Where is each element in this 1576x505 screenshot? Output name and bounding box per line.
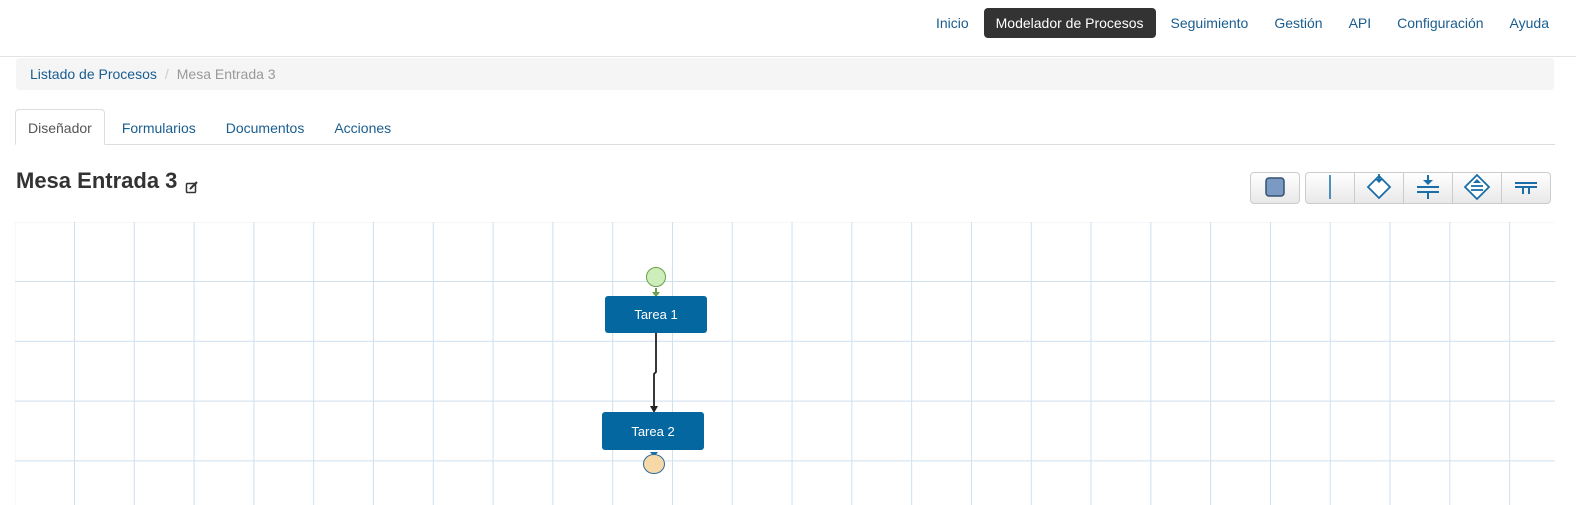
diamond-gateway-button[interactable] (1354, 172, 1404, 204)
breadcrumb: Listado de Procesos / Mesa Entrada 3 (16, 58, 1554, 90)
connector-arrow-head (650, 406, 658, 413)
task-label: Tarea 2 (631, 423, 675, 439)
nav-gestion[interactable]: Gestión (1274, 15, 1323, 31)
breadcrumb-current: Mesa Entrada 3 (176, 66, 276, 82)
parallel-branch-button[interactable] (1501, 172, 1551, 204)
select-node-icon (1264, 176, 1286, 201)
start-event[interactable] (646, 267, 666, 287)
parallel-branch-icon (1512, 173, 1540, 204)
split-gateway-button[interactable] (1452, 172, 1502, 204)
page-title-row: Mesa Entrada 3 (16, 168, 199, 194)
connector-tools-group (1305, 172, 1551, 204)
join-merge-icon (1414, 173, 1442, 204)
end-event[interactable] (643, 454, 665, 474)
nav-modelador-de-procesos[interactable]: Modelador de Procesos (983, 8, 1156, 38)
select-node-button[interactable] (1250, 172, 1300, 204)
split-gateway-icon (1463, 173, 1491, 204)
nav-ayuda[interactable]: Ayuda (1509, 15, 1549, 31)
connector-tarea1-tarea2[interactable] (653, 333, 657, 410)
process-diagram-canvas[interactable]: Tarea 1 Tarea 2 (15, 222, 1555, 505)
task-node-tarea-2[interactable]: Tarea 2 (602, 412, 704, 450)
diagram-connectors (650, 288, 660, 457)
tab-acciones[interactable]: Acciones (334, 120, 392, 136)
breadcrumb-separator: / (164, 66, 169, 82)
tab-documentos[interactable]: Documentos (225, 120, 305, 136)
nav-seguimiento[interactable]: Seguimiento (1170, 15, 1249, 31)
line-connector-button[interactable] (1305, 172, 1355, 204)
nav-inicio[interactable]: Inicio (935, 15, 969, 31)
task-node-tarea-1[interactable]: Tarea 1 (605, 296, 707, 333)
tab-bar: Diseñador Formularios Documentos Accione… (15, 109, 1555, 145)
edit-title-icon[interactable] (185, 174, 199, 194)
main-menu: Inicio Modelador de Procesos Seguimiento… (923, 8, 1562, 38)
task-label: Tarea 1 (634, 307, 678, 322)
top-navbar: Inicio Modelador de Procesos Seguimiento… (0, 0, 1576, 57)
start-arrow-head (652, 292, 660, 297)
nav-configuracion[interactable]: Configuración (1397, 15, 1484, 31)
diagram-toolbar (1250, 172, 1551, 204)
diamond-gateway-icon (1365, 173, 1393, 204)
page-title: Mesa Entrada 3 (16, 168, 178, 193)
breadcrumb-link-listado[interactable]: Listado de Procesos (30, 66, 157, 82)
tab-formularios[interactable]: Formularios (121, 120, 196, 136)
nav-api[interactable]: API (1348, 15, 1372, 31)
line-connector-icon (1319, 174, 1341, 203)
join-merge-button[interactable] (1403, 172, 1453, 204)
tab-disenador[interactable]: Diseñador (15, 109, 105, 145)
